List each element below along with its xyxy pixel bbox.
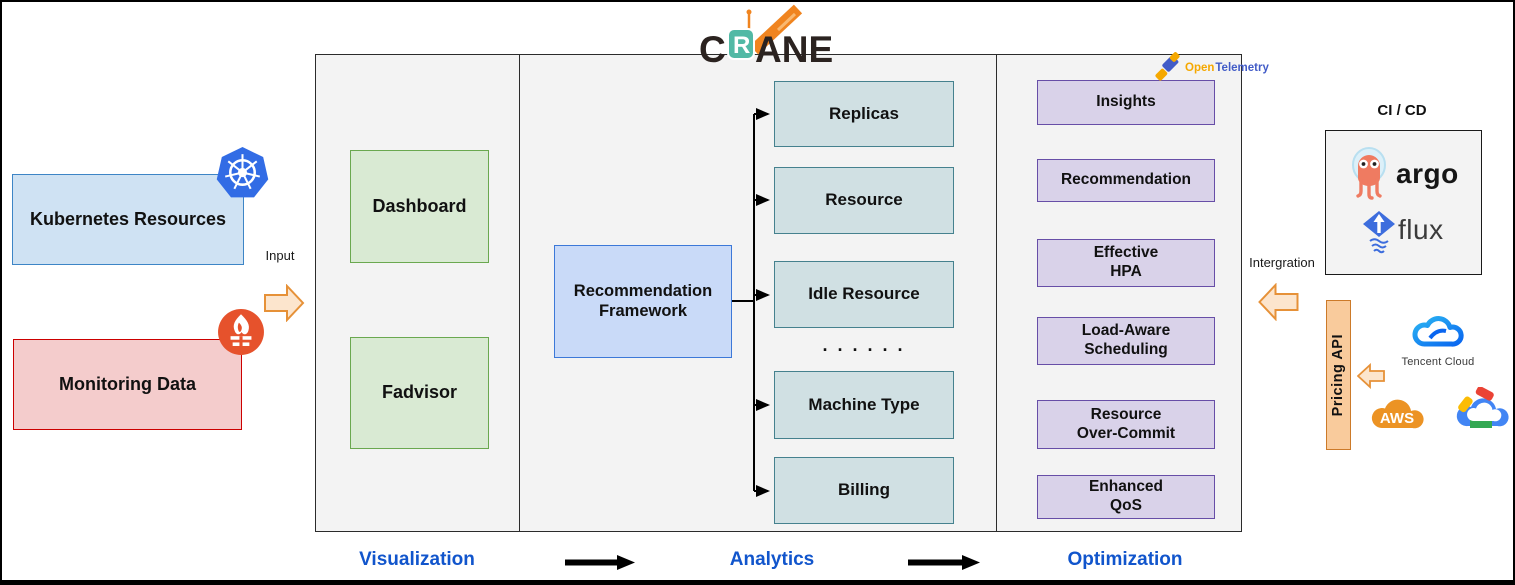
replicas-box: Replicas	[774, 81, 954, 147]
effective-hpa-label: Effective HPA	[1093, 244, 1159, 280]
monitoring-data-label: Monitoring Data	[59, 373, 196, 394]
integration-label: Intergration	[1249, 255, 1315, 270]
idle-resource-box: Idle Resource	[774, 261, 954, 328]
flux-icon	[1362, 210, 1396, 256]
recommendation-box: Recommendation	[1037, 159, 1215, 202]
load-aware-scheduling-box: Load-Aware Scheduling	[1037, 317, 1215, 365]
machine-type-label: Machine Type	[808, 394, 920, 414]
svg-text:C: C	[699, 29, 726, 70]
opentelemetry-label-telemetry: Telemetry	[1215, 62, 1269, 74]
kubernetes-resources-label: Kubernetes Resources	[29, 208, 227, 229]
enhanced-qos-label: Enhanced QoS	[1088, 478, 1164, 514]
flow-arrow-1	[565, 555, 635, 570]
flow-arrow-2	[908, 555, 980, 570]
insights-box: Insights	[1037, 80, 1215, 125]
recommendation-label: Recommendation	[1060, 171, 1192, 189]
argo-label: argo	[1396, 158, 1459, 189]
insights-label: Insights	[1096, 93, 1156, 111]
pricing-arrow-icon	[1356, 362, 1385, 390]
idle-resource-label: Idle Resource	[808, 284, 920, 304]
fadvisor-label: Fadvisor	[381, 382, 458, 403]
replicas-label: Replicas	[829, 103, 899, 123]
opentelemetry-label-open: Open	[1185, 62, 1215, 74]
opentelemetry-icon	[1155, 52, 1180, 81]
divider-analytics-optimization	[996, 54, 997, 532]
input-arrow-icon	[264, 283, 305, 323]
prometheus-icon	[217, 308, 265, 356]
analytics-ellipsis: · · · · · ·	[822, 340, 906, 360]
divider-visualization-analytics	[519, 54, 520, 532]
pricing-api-label: Pricing API	[1329, 333, 1346, 417]
dashboard-label: Dashboard	[372, 195, 467, 216]
monitoring-data-box: Monitoring Data	[13, 339, 242, 430]
svg-text:ANE: ANE	[755, 29, 833, 70]
tencent-cloud-label: Tencent Cloud	[1401, 356, 1475, 368]
google-cloud-icon	[1454, 386, 1510, 432]
billing-label: Billing	[838, 480, 890, 500]
flux-label: flux	[1398, 214, 1444, 245]
load-aware-scheduling-label: Load-Aware Scheduling	[1081, 322, 1171, 358]
framework-connector-lines	[732, 108, 770, 497]
crane-logo-icon: C R ANE	[699, 4, 833, 70]
resource-over-commit-box: Resource Over-Commit	[1037, 400, 1215, 449]
recommendation-framework-label: Recommendation Framework	[573, 281, 713, 320]
integration-arrow-icon	[1257, 282, 1299, 322]
input-label: Input	[265, 248, 295, 263]
fadvisor-box: Fadvisor	[350, 337, 489, 449]
visualization-section-label: Visualization	[359, 549, 475, 570]
recommendation-framework-box: Recommendation Framework	[554, 245, 732, 358]
resource-label: Resource	[825, 190, 903, 210]
tencent-cloud-icon	[1410, 308, 1464, 354]
enhanced-qos-box: Enhanced QoS	[1037, 475, 1215, 519]
kubernetes-resources-box: Kubernetes Resources	[12, 174, 244, 265]
machine-type-box: Machine Type	[774, 371, 954, 439]
kubernetes-icon	[214, 145, 271, 202]
resource-over-commit-label: Resource Over-Commit	[1076, 405, 1176, 442]
billing-box: Billing	[774, 457, 954, 524]
optimization-section-label: Optimization	[1067, 549, 1183, 570]
crane-logo: C R ANE	[698, 4, 843, 70]
pricing-api-box: Pricing API	[1326, 300, 1351, 450]
svg-text:R: R	[733, 32, 750, 59]
dashboard-box: Dashboard	[350, 150, 489, 263]
analytics-section-label: Analytics	[729, 549, 815, 570]
cicd-title: CI / CD	[1377, 102, 1427, 119]
effective-hpa-box: Effective HPA	[1037, 239, 1215, 287]
aws-icon: AWS	[1368, 387, 1426, 434]
argo-icon	[1348, 146, 1390, 202]
aws-text: AWS	[1380, 410, 1414, 427]
cicd-box	[1325, 130, 1482, 275]
resource-box: Resource	[774, 167, 954, 234]
